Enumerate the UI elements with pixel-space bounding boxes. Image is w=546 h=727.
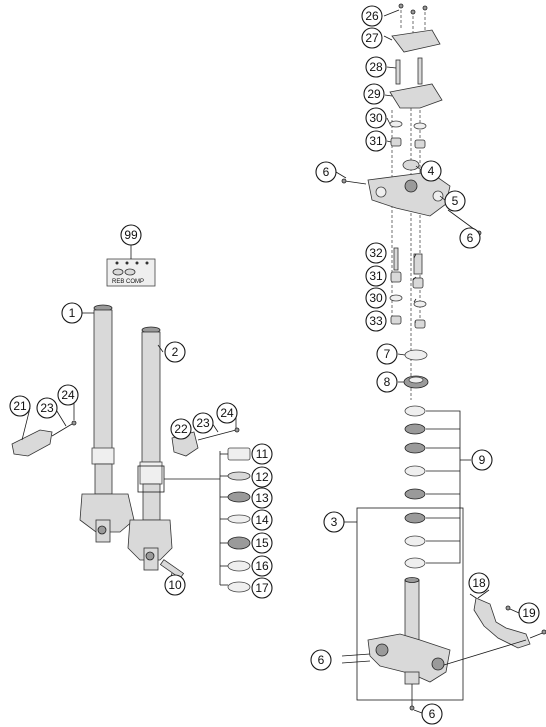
svg-text:14: 14 <box>255 513 269 527</box>
svg-text:1: 1 <box>69 306 76 320</box>
callout-11: 11 <box>251 443 273 465</box>
svg-text:2: 2 <box>172 345 179 359</box>
upper-washers <box>389 120 427 171</box>
svg-text:30: 30 <box>369 291 383 305</box>
svg-text:21: 21 <box>13 399 27 413</box>
mid-bolts-and-washers <box>389 247 427 329</box>
callout-2: 2 <box>164 341 186 363</box>
callout-27: 27 <box>361 27 383 49</box>
callout-26: 26 <box>361 5 383 27</box>
callout-29: 29 <box>363 83 385 105</box>
callout-8: 8 <box>376 371 398 393</box>
callout-15: 15 <box>251 532 273 554</box>
callout-23-right: 23 <box>192 412 214 434</box>
callout-21: 21 <box>9 395 31 417</box>
callout-5: 5 <box>444 190 466 212</box>
svg-text:18: 18 <box>472 576 486 590</box>
callout-14: 14 <box>251 509 273 531</box>
svg-text:5: 5 <box>452 194 459 208</box>
svg-text:6: 6 <box>467 231 474 245</box>
callout-12: 12 <box>251 466 273 488</box>
svg-text:32: 32 <box>369 246 383 260</box>
svg-text:8: 8 <box>384 375 391 389</box>
svg-text:11: 11 <box>256 447 269 461</box>
callout-22: 22 <box>170 418 192 440</box>
svg-text:26: 26 <box>365 9 379 23</box>
kit-label: REB COMP <box>112 279 144 285</box>
svg-text:17: 17 <box>255 581 269 595</box>
upper-triple-clamp <box>341 171 482 236</box>
svg-text:99: 99 <box>124 228 138 242</box>
bearing-stack-9 <box>404 405 471 569</box>
svg-text:24: 24 <box>220 406 234 420</box>
callout-7: 7 <box>376 343 398 365</box>
callout-31-lower: 31 <box>365 265 387 287</box>
axle-clamp-bolt <box>159 559 185 579</box>
svg-text:10: 10 <box>168 578 182 592</box>
svg-text:6: 6 <box>323 165 330 179</box>
steering-damper-bracket <box>443 593 546 666</box>
svg-text:15: 15 <box>255 536 269 550</box>
callout-24-right: 24 <box>216 402 238 424</box>
adjuster-kit: REB COMP <box>106 258 156 287</box>
steering-bearings-upper <box>403 349 429 389</box>
callout-17: 17 <box>251 577 273 599</box>
callout-33: 33 <box>365 310 387 332</box>
callout-23-left: 23 <box>36 397 58 419</box>
svg-text:16: 16 <box>255 559 269 573</box>
svg-text:27: 27 <box>365 31 379 45</box>
svg-text:6: 6 <box>429 707 436 721</box>
callout-30-upper: 30 <box>365 107 387 129</box>
svg-text:22: 22 <box>174 422 188 436</box>
callout-9: 9 <box>471 449 493 471</box>
svg-text:12: 12 <box>255 470 269 484</box>
callout-30-lower: 30 <box>365 287 387 309</box>
callout-4: 4 <box>420 160 442 182</box>
lower-triple-clamp-stem <box>341 577 451 711</box>
callout-10: 10 <box>164 574 186 596</box>
svg-text:23: 23 <box>196 416 210 430</box>
callout-6-upper: 6 <box>315 161 337 183</box>
seal-stack <box>220 447 251 593</box>
fork-leg-left <box>79 304 135 543</box>
svg-text:33: 33 <box>369 314 383 328</box>
callout-3: 3 <box>323 511 345 533</box>
svg-text:24: 24 <box>61 388 75 402</box>
svg-text:13: 13 <box>255 491 269 505</box>
svg-text:4: 4 <box>428 164 435 178</box>
callout-6-bottom: 6 <box>421 703 443 725</box>
callout-6-right: 6 <box>459 227 481 249</box>
callout-13: 13 <box>251 487 273 509</box>
svg-text:23: 23 <box>40 401 54 415</box>
svg-text:28: 28 <box>369 60 383 74</box>
callout-19: 19 <box>518 602 540 624</box>
callout-6-lower-left: 6 <box>310 649 332 671</box>
callout-28: 28 <box>365 56 387 78</box>
handlebar-clamp-bottom <box>389 57 443 109</box>
handlebar-clamp-top <box>391 3 441 53</box>
callout-18: 18 <box>468 572 490 594</box>
fork-leg-right <box>127 326 173 571</box>
svg-text:7: 7 <box>384 347 391 361</box>
svg-text:31: 31 <box>369 269 383 283</box>
svg-text:3: 3 <box>331 515 338 529</box>
callout-32: 32 <box>365 242 387 264</box>
callout-31-upper: 31 <box>365 130 387 152</box>
fork-guard-left <box>11 420 77 457</box>
callout-99: 99 <box>120 224 142 246</box>
svg-text:30: 30 <box>369 111 383 125</box>
callout-16: 16 <box>251 555 273 577</box>
callout-24-left: 24 <box>57 384 79 406</box>
svg-text:9: 9 <box>479 453 486 467</box>
stem-group-box <box>356 507 464 701</box>
svg-text:6: 6 <box>318 653 325 667</box>
callout-1: 1 <box>61 302 83 324</box>
svg-text:31: 31 <box>369 134 383 148</box>
svg-text:29: 29 <box>367 87 381 101</box>
svg-text:19: 19 <box>522 606 536 620</box>
